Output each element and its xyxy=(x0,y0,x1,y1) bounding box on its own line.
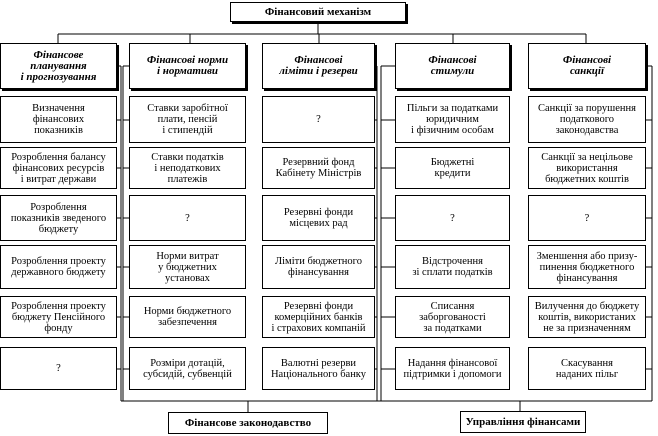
col5-item-4: Зменшення або призу- пинення бюджетного … xyxy=(528,245,646,289)
col4-item-5: Списання заборгованості за податками xyxy=(395,296,510,338)
column-header-planning: Фінансове планування і прогнозування xyxy=(0,43,117,89)
column-header-incentives: Фінансові стимули xyxy=(395,43,510,89)
col4-item-4: Відстрочення зі сплати податків xyxy=(395,245,510,289)
col5-item-3: ? xyxy=(528,195,646,241)
col5-item-2: Санкції за нецільове використання бюджет… xyxy=(528,147,646,189)
column-header-limits: Фінансові ліміти і резерви xyxy=(262,43,375,89)
col4-item-6: Надання фінансової підтримки і допомоги xyxy=(395,347,510,390)
finance-management-box: Управління фінансами xyxy=(460,411,586,433)
col1-item-2: Розроблення балансу фінансових ресурсів … xyxy=(0,147,117,189)
col3-item-3: Резервні фонди місцевих рад xyxy=(262,195,375,241)
col5-item-5: Вилучення до бюджету коштів, використани… xyxy=(528,296,646,338)
col3-item-5: Резервні фонди комерційних банків і стра… xyxy=(262,296,375,338)
col1-item-4: Розроблення проекту державного бюджету xyxy=(0,245,117,289)
col1-item-5: Розроблення проекту бюджету Пенсійного ф… xyxy=(0,296,117,338)
col1-item-3: Розроблення показників зведеного бюджету xyxy=(0,195,117,241)
diagram-title: Фінансовий механізм xyxy=(230,2,406,22)
col2-item-4: Норми витрат у бюджетних установах xyxy=(129,245,246,289)
col4-item-1: Пільги за податками юридичним і фізичним… xyxy=(395,96,510,143)
col5-item-6: Скасування наданих пільг xyxy=(528,347,646,390)
col1-item-1: Визначення фінансових показників xyxy=(0,96,117,143)
column-header-sanctions: Фінансові санкції xyxy=(528,43,646,89)
col2-item-5: Норми бюджетного забезпечення xyxy=(129,296,246,338)
col3-item-4: Ліміти бюджетного фінансування xyxy=(262,245,375,289)
col2-item-3: ? xyxy=(129,195,246,241)
col3-item-1: ? xyxy=(262,96,375,143)
column-header-norms: Фінансові норми і нормативи xyxy=(129,43,246,89)
col2-item-6: Розміри дотацій, субсидій, субвенцій xyxy=(129,347,246,390)
col2-item-1: Ставки заробітної плати, пенсій і стипен… xyxy=(129,96,246,143)
col3-item-6: Валютні резерви Національного банку xyxy=(262,347,375,390)
col4-item-3: ? xyxy=(395,195,510,241)
col4-item-2: Бюджетні кредити xyxy=(395,147,510,189)
col1-item-6: ? xyxy=(0,347,117,390)
col5-item-1: Санкції за порушення податкового законод… xyxy=(528,96,646,143)
col3-item-2: Резервний фонд Кабінету Міністрів xyxy=(262,147,375,189)
financial-legislation-box: Фінансове законодавство xyxy=(168,412,328,434)
col2-item-2: Ставки податків і неподаткових платежів xyxy=(129,147,246,189)
